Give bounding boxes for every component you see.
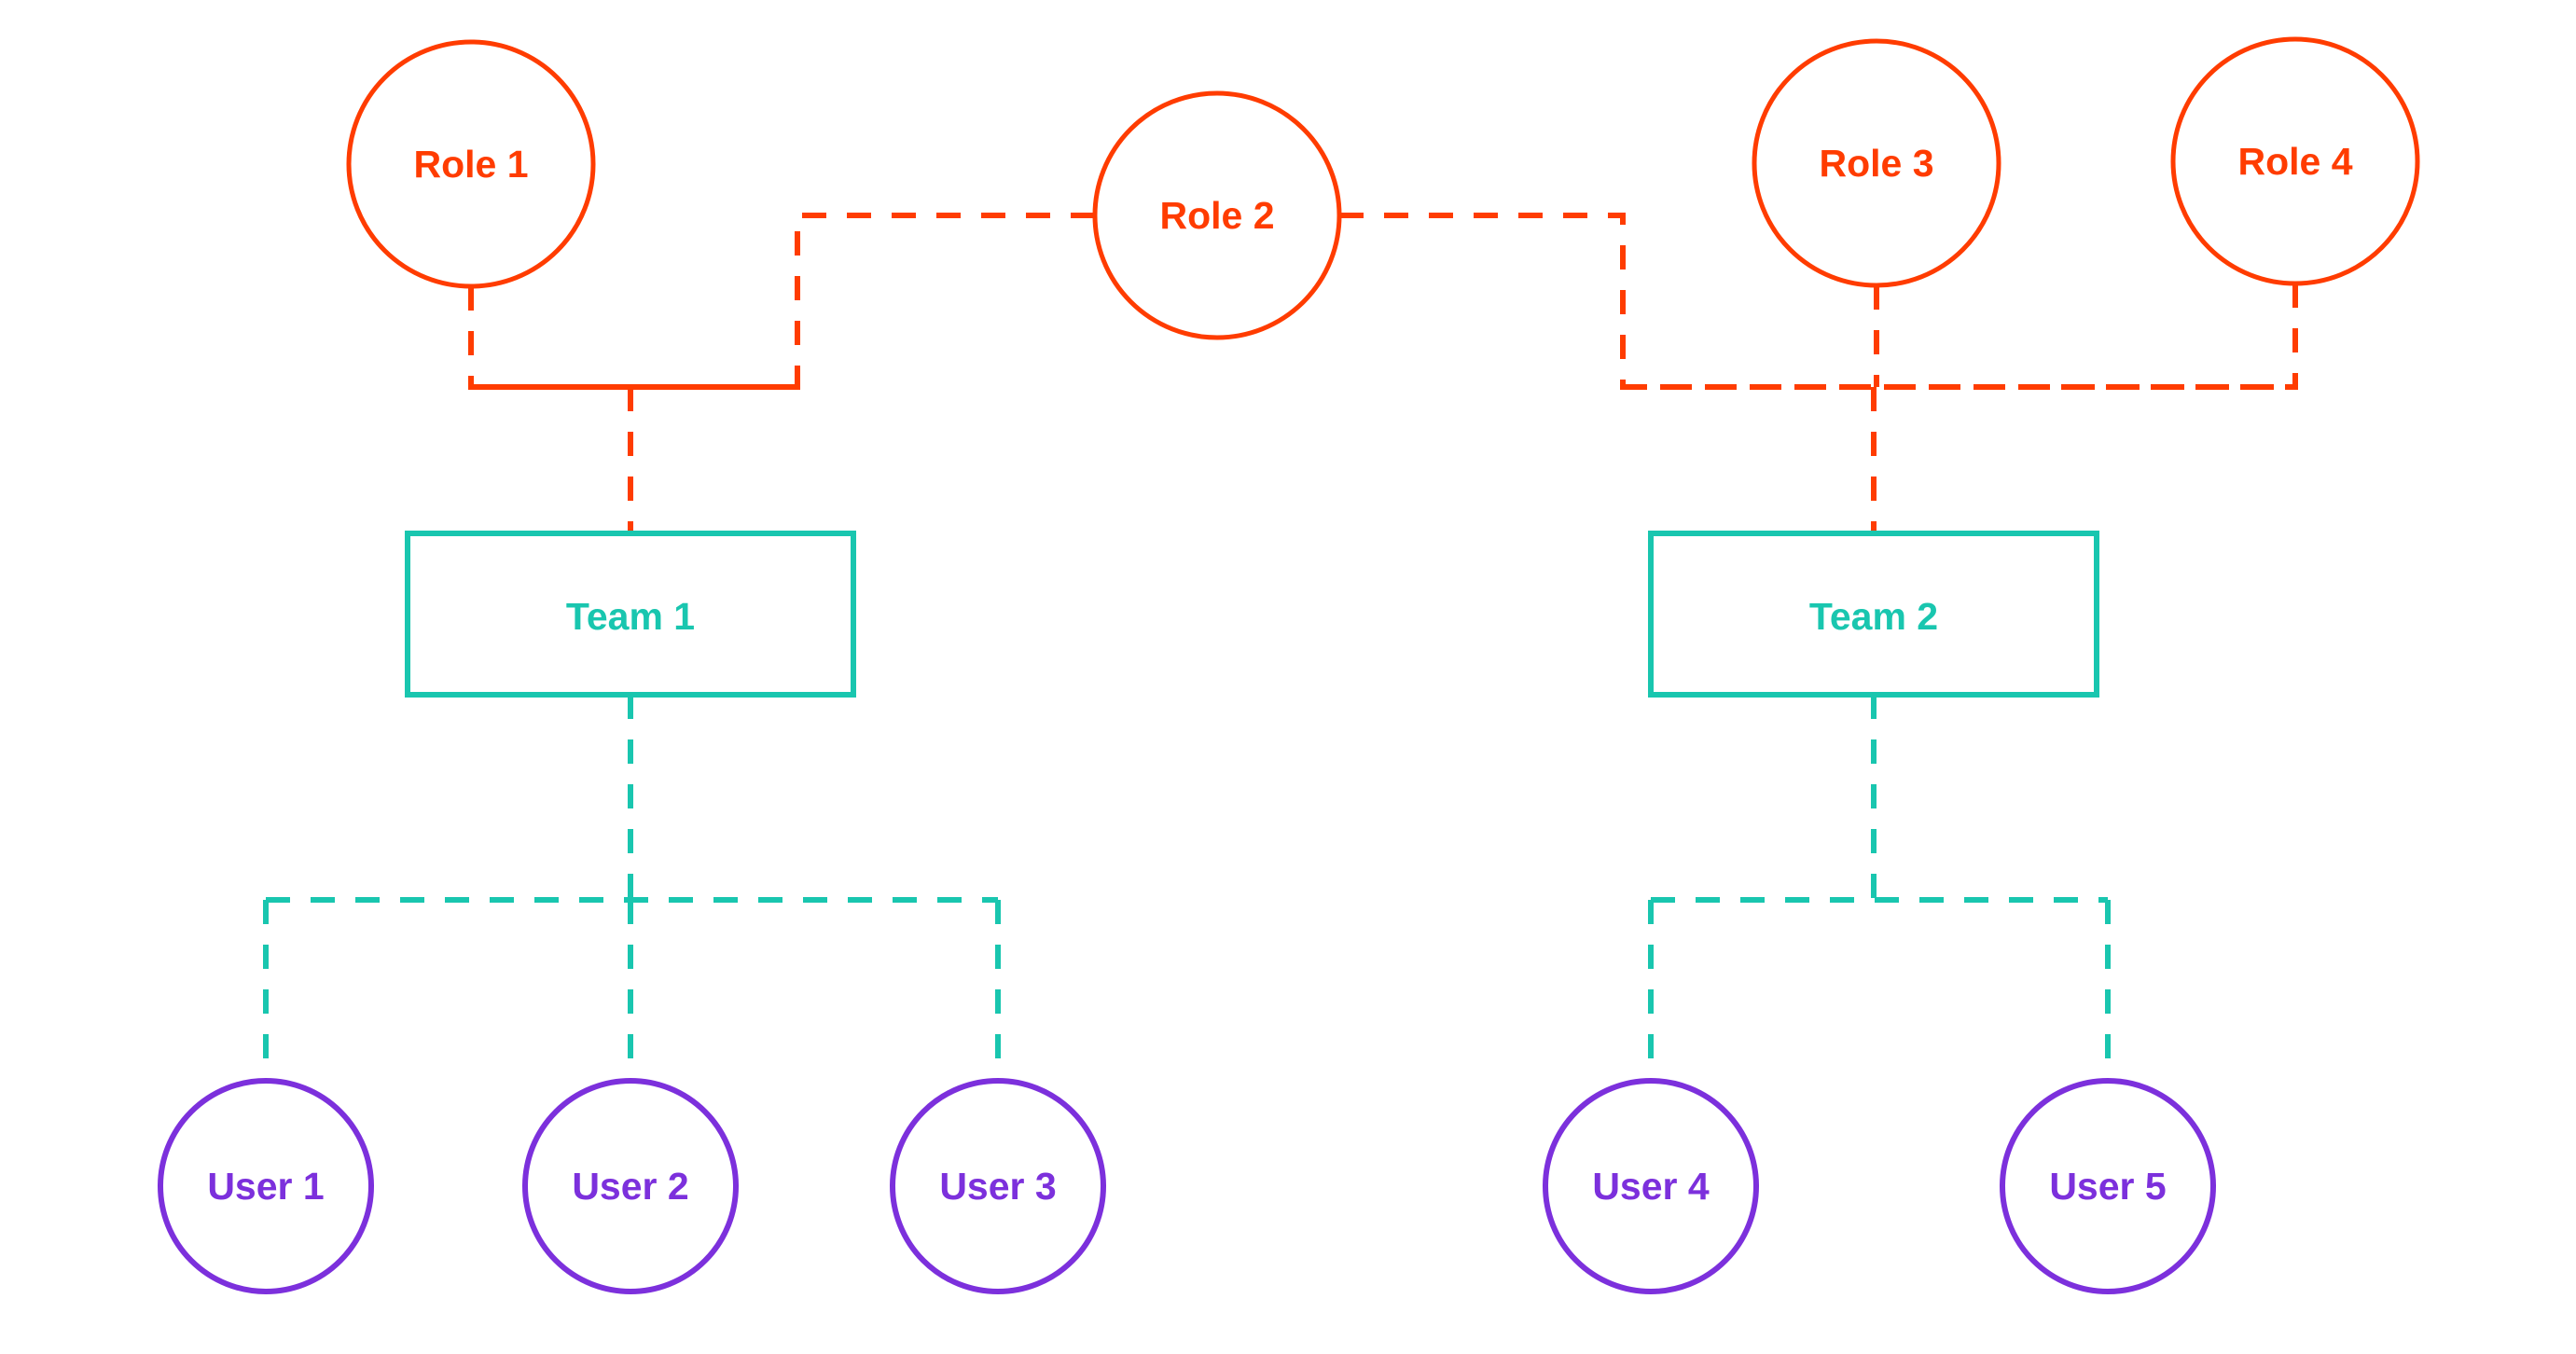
node-role-2[interactable]: Role 2: [1092, 90, 1342, 340]
role-1-circle[interactable]: [346, 39, 596, 289]
role-4-circle[interactable]: [2170, 36, 2420, 286]
user-nodes: User 1 User 2 User 3 User 4 User 5: [158, 1078, 2216, 1294]
node-user-4[interactable]: User 4: [1543, 1078, 1759, 1294]
node-user-3[interactable]: User 3: [890, 1078, 1106, 1294]
edge-role2-to-team1: [471, 213, 1095, 390]
edge-role2-to-team2: [1339, 213, 2052, 390]
node-team-2[interactable]: Team 2: [1648, 531, 2099, 698]
user-3-circle[interactable]: [890, 1078, 1106, 1294]
user-5-circle[interactable]: [2000, 1078, 2216, 1294]
team-1-box[interactable]: [405, 531, 856, 698]
edge-role4-to-team2: [2052, 283, 2298, 390]
role-3-circle[interactable]: [1752, 38, 2001, 288]
node-user-2[interactable]: User 2: [522, 1078, 739, 1294]
team-2-box[interactable]: [1648, 531, 2099, 698]
role-nodes: Role 1 Role 2 Role 3 Role 4: [346, 36, 2420, 340]
user-4-circle[interactable]: [1543, 1078, 1759, 1294]
node-user-5[interactable]: User 5: [2000, 1078, 2216, 1294]
node-role-3[interactable]: Role 3: [1752, 38, 2001, 288]
user-2-circle[interactable]: [522, 1078, 739, 1294]
role-2-circle[interactable]: [1092, 90, 1342, 340]
node-role-4[interactable]: Role 4: [2170, 36, 2420, 286]
edge-role1-to-team1: [468, 286, 797, 390]
node-user-1[interactable]: User 1: [158, 1078, 374, 1294]
team-nodes: Team 1 Team 2: [405, 531, 2099, 698]
node-team-1[interactable]: Team 1: [405, 531, 856, 698]
user-1-circle[interactable]: [158, 1078, 374, 1294]
node-role-1[interactable]: Role 1: [346, 39, 596, 289]
role-to-team-edges: [468, 213, 2298, 533]
team-to-user-edges: [263, 695, 2111, 1081]
